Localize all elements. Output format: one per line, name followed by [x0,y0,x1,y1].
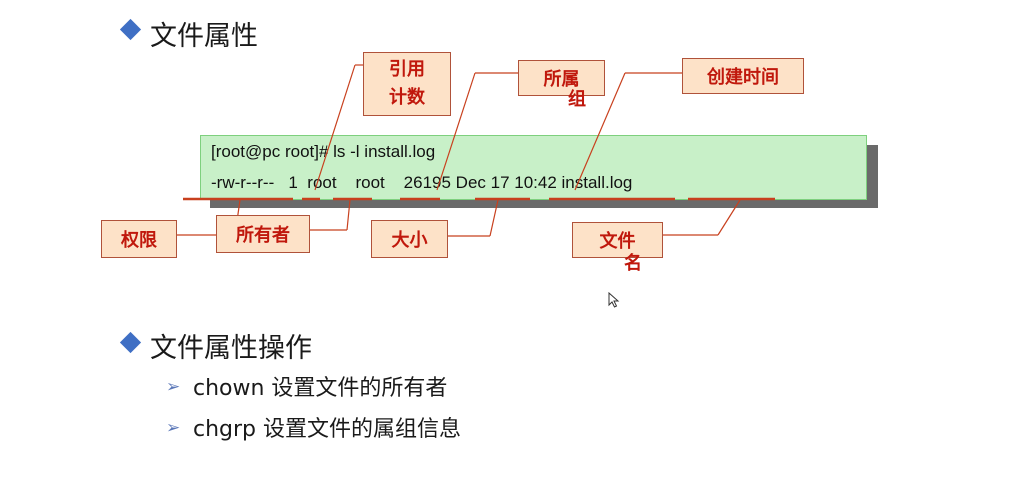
arrow-bullet-icon: ➢ [166,377,181,397]
label-owner: 所有者 [216,215,310,253]
label-create-time: 创建时间 [682,58,804,94]
terminal-command: [root@pc root]# ls -l install.log [211,142,436,161]
label-group-line1: 所属 [543,69,580,90]
label-group-line2: 组 [568,89,586,110]
label-group: 所属 [518,60,605,96]
section-title-file-attributes: 文件属性 [150,21,258,52]
label-filename-line1: 文件 [599,231,636,252]
label-reference-count-line2: 计数 [389,87,425,108]
label-filename-line2: 名 [624,253,642,274]
mouse-cursor-icon [608,292,620,308]
section-title-file-attribute-operations: 文件属性操作 [150,333,312,364]
terminal-output: -rw-r--r-- 1 root root 26195 Dec 17 10:4… [211,173,633,192]
bullet-chown: chown 设置文件的所有者 [193,376,448,401]
label-reference-count-line1: 引用 [389,59,425,80]
label-reference-count: 引用 计数 [363,52,451,116]
label-size: 大小 [371,220,448,258]
bullet-chgrp: chgrp 设置文件的属组信息 [193,417,462,442]
terminal-box: [root@pc root]# ls -l install.log -rw-r-… [200,135,867,200]
label-filename: 文件 [572,222,663,258]
arrow-bullet-icon: ➢ [166,418,181,438]
label-permissions: 权限 [101,220,177,258]
